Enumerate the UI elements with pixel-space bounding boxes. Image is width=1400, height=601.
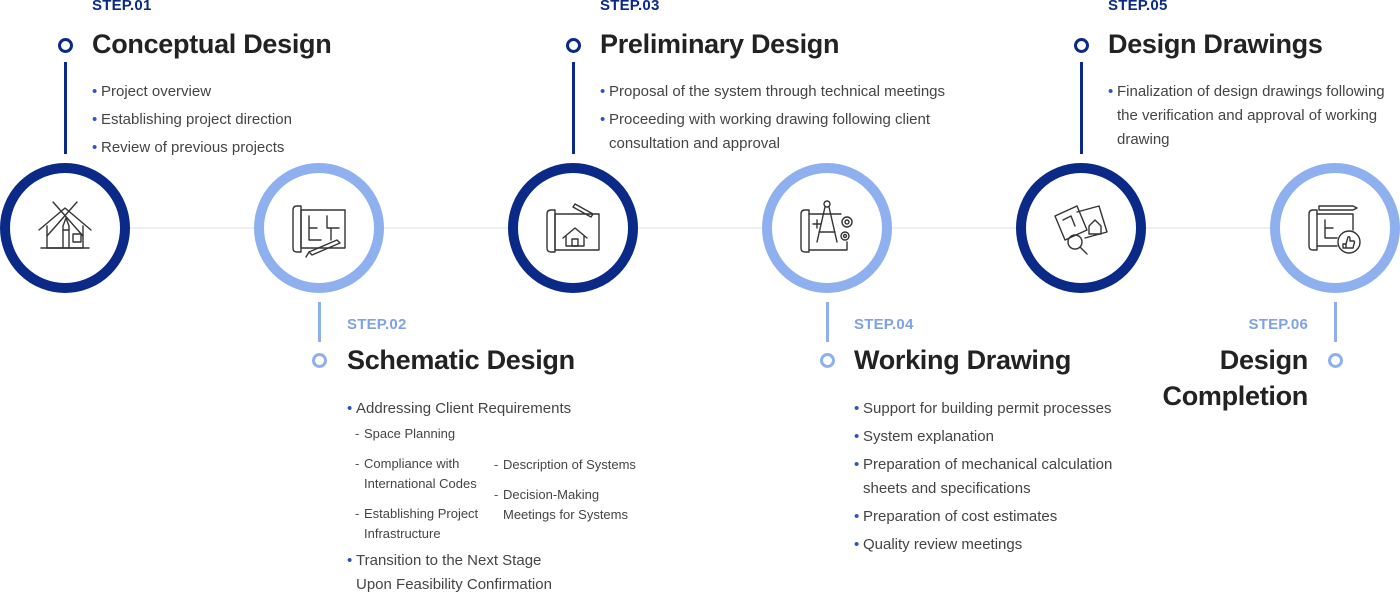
timeline-connector [0, 227, 1400, 229]
step-01-label: STEP.01 [92, 0, 152, 14]
step-02-label: STEP.02 [347, 316, 407, 333]
step-05-title: Design Drawings [1108, 29, 1323, 59]
step-04-title: Working Drawing [854, 345, 1072, 375]
step-03-title: Preliminary Design [600, 29, 840, 59]
step-04-list: Support for building permit processes Sy… [854, 397, 1154, 561]
list-item: Proceeding with working drawing followin… [600, 108, 980, 156]
step-01-list: Project overview Establishing project di… [92, 80, 352, 164]
step-04-label: STEP.04 [854, 316, 914, 333]
step-01-circle [0, 163, 130, 293]
house-pencil-icon [38, 201, 92, 249]
sub-item: Establishing Project Infrastructure [355, 504, 478, 544]
step-06-label: STEP.06 [1248, 316, 1308, 333]
list-item: Finalization of design drawings followin… [1108, 80, 1398, 152]
list-item: Review of previous projects [92, 136, 352, 160]
list-item: Support for building permit processes [854, 397, 1154, 421]
step-06-circle [1270, 163, 1400, 293]
step-02-list-a: Addressing Client Requirements [347, 397, 627, 425]
step-06-stem [1334, 302, 1337, 342]
blueprint-thumbs-up-icon [1308, 205, 1361, 254]
step-01-dot [58, 38, 73, 53]
sub-item: Space Planning [355, 424, 455, 444]
step-05-label: STEP.05 [1108, 0, 1168, 14]
step-03-label: STEP.03 [600, 0, 660, 14]
step-04-circle [762, 163, 892, 293]
step-03-list: Proposal of the system through technical… [600, 80, 980, 160]
step-06-title: Design Completion [1162, 345, 1309, 411]
step-02-stem [318, 302, 321, 342]
list-item: Preparation of cost estimates [854, 505, 1154, 529]
step-02-title: Schematic Design [347, 345, 575, 375]
list-item: Project overview [92, 80, 352, 104]
step-05-circle [1016, 163, 1146, 293]
step-02-circle [254, 163, 384, 293]
step-01-stem [64, 62, 67, 154]
list-item: Transition to the Next Stage Upon Feasib… [347, 549, 627, 597]
sub-item: Description of Systems [494, 455, 636, 475]
sub-item: Decision-Making Meetings for Systems [494, 485, 628, 525]
list-item: Establishing project direction [92, 108, 352, 132]
list-item: Preparation of mechanical calculation sh… [854, 453, 1154, 501]
list-item: Quality review meetings [854, 533, 1154, 557]
list-item: Proposal of the system through technical… [600, 80, 980, 104]
blueprint-compass-gear-icon [800, 200, 853, 253]
step-04-stem [826, 302, 829, 342]
step-03-dot [566, 38, 581, 53]
blueprint-house-icon [546, 203, 600, 253]
step-03-circle [508, 163, 638, 293]
step-04-dot [820, 353, 835, 368]
step-06-dot [1328, 353, 1343, 368]
list-item: System explanation [854, 425, 1154, 449]
drawings-magnifier-icon [1054, 205, 1108, 255]
sub-item: Compliance with International Codes [355, 454, 477, 494]
step-01-title: Conceptual Design [92, 29, 332, 59]
step-02-list-b: Transition to the Next Stage Upon Feasib… [347, 549, 627, 601]
list-item: Addressing Client Requirements [347, 397, 627, 421]
step-02-dot [312, 353, 327, 368]
step-05-dot [1074, 38, 1089, 53]
step-03-stem [572, 62, 575, 154]
blueprint-pencil-icon [292, 205, 346, 258]
step-05-stem [1080, 62, 1083, 154]
step-05-list: Finalization of design drawings followin… [1108, 80, 1398, 156]
